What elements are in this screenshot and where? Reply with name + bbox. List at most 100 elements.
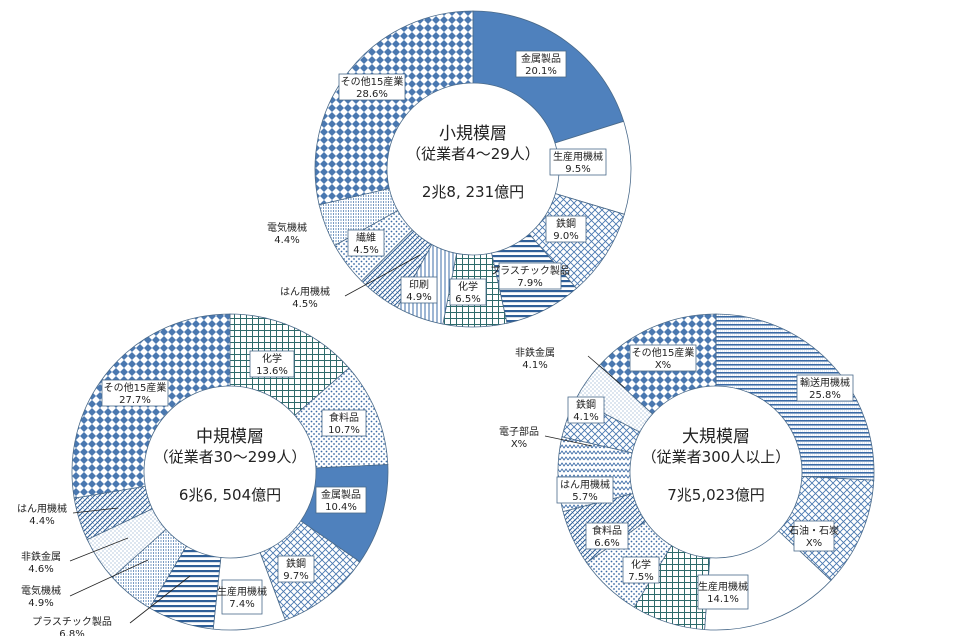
slice-label: 電気機械 <box>267 221 307 234</box>
slice-label-box <box>567 396 605 424</box>
slice-label: 化学 <box>458 280 478 293</box>
slice-value: 13.6% <box>256 366 288 377</box>
leader-line <box>69 559 149 597</box>
slice-label-box <box>793 520 835 552</box>
donut-total: 6兆6, 504億円 <box>179 486 281 504</box>
slice-label-box <box>249 350 295 378</box>
slice-label-box <box>221 579 263 615</box>
leader-line <box>544 435 593 447</box>
slice-label-box <box>585 522 629 550</box>
slice-value: 6.5% <box>455 294 480 305</box>
slice-label: 石油・石炭 <box>789 524 839 537</box>
slice-label: 繊維 <box>356 231 376 244</box>
slice-value: 28.6% <box>356 89 388 100</box>
slice-label: 化学 <box>631 558 651 571</box>
slice-value: 20.1% <box>525 66 557 77</box>
slice-value: 9.5% <box>565 164 590 175</box>
slice-label: 非鉄金属 <box>515 346 555 359</box>
slice-label: 電子部品 <box>499 425 539 438</box>
slice-value: 4.4% <box>274 235 299 246</box>
slice-value: 4.1% <box>522 360 547 371</box>
slice-label-box <box>400 276 438 304</box>
slice-label: 金属製品 <box>521 52 561 65</box>
donut-subtitle: （従業者30～299人） <box>154 448 307 466</box>
slice-value: 6.6% <box>594 538 619 549</box>
donut-subtitle: （従業者300人以上） <box>642 448 791 466</box>
slice-value: 7.9% <box>517 278 542 289</box>
slice-value: 4.9% <box>28 598 53 609</box>
slice-label-box <box>338 73 406 101</box>
slice-label-box <box>556 476 614 504</box>
slice-value: 4.9% <box>406 292 431 303</box>
slice-value: 4.5% <box>292 299 317 310</box>
slice-label: プラスチック製品 <box>32 615 112 628</box>
slice-value: 9.0% <box>553 231 578 242</box>
slice-value: 5.7% <box>572 492 597 503</box>
donut-title: 小規模層 <box>439 124 507 144</box>
slice-label: 金属製品 <box>321 488 361 501</box>
slice-value: 10.7% <box>328 425 360 436</box>
slice-label: 非鉄金属 <box>21 550 61 563</box>
slice-value: 4.5% <box>353 245 378 256</box>
slice-label: その他15産業 <box>341 75 404 88</box>
slice-value: 25.8% <box>809 390 841 401</box>
slice-value: 7.4% <box>229 599 254 610</box>
donut-title: 大規模層 <box>682 427 750 447</box>
slice-label-box <box>545 215 587 243</box>
leader-line <box>72 507 119 514</box>
leader-line <box>69 537 129 562</box>
slice-label-box <box>321 409 367 437</box>
slice-label: 印刷 <box>409 279 429 291</box>
slice-label: その他15産業 <box>104 381 167 394</box>
slice-value: X% <box>806 538 822 549</box>
slice-label: その他15産業 <box>632 346 695 359</box>
slice-label: 電気機械 <box>21 584 61 597</box>
slice-label-box <box>629 344 697 372</box>
pie-slice <box>715 313 875 481</box>
slice-label-box <box>277 555 315 583</box>
donut-title: 中規模層 <box>196 427 264 447</box>
slice-value: X% <box>655 360 671 371</box>
donut-total: 7兆5,023億円 <box>667 486 765 504</box>
slice-value: 7.5% <box>628 572 653 583</box>
slice-label: 化学 <box>262 352 282 365</box>
slice-label: 生産用機械 <box>217 585 267 598</box>
slice-label: 生産用機械 <box>553 150 603 163</box>
slice-label: 生産用機械 <box>698 580 748 593</box>
pie-slice <box>314 10 474 206</box>
slice-label-box <box>498 262 562 290</box>
slice-value: 10.4% <box>325 502 357 513</box>
slice-value: 4.4% <box>29 516 54 527</box>
slice-value: 27.7% <box>119 395 151 406</box>
slice-label-box <box>101 379 169 407</box>
slice-value: 14.1% <box>707 594 739 605</box>
slice-label: プラスチック製品 <box>490 264 570 277</box>
slice-label: はん用機械 <box>280 285 330 298</box>
slice-label-box <box>449 278 487 306</box>
slice-label: 鉄鋼 <box>576 398 596 411</box>
slice-label: 鉄鋼 <box>286 557 306 570</box>
slice-label-box <box>549 148 607 176</box>
slice-label: 鉄鋼 <box>556 217 576 230</box>
slice-label-box <box>515 50 567 78</box>
slice-label: 食料品 <box>592 524 622 537</box>
slice-label-box <box>796 374 854 402</box>
slice-label-box <box>315 486 367 514</box>
slice-value: 4.1% <box>573 412 598 423</box>
slice-label: はん用機械 <box>17 502 67 515</box>
leader-line <box>344 254 421 297</box>
slice-value: X% <box>511 439 527 450</box>
slice-label-box <box>347 229 385 257</box>
slice-label-box <box>697 574 749 610</box>
donut-subtitle: （従業者4～29人） <box>406 145 540 163</box>
leader-line <box>587 355 626 389</box>
leader-line <box>129 575 191 624</box>
slice-value: 9.7% <box>283 571 308 582</box>
slice-label: 食料品 <box>329 411 359 424</box>
slice-label-box <box>622 556 660 584</box>
slice-label: 輸送用機械 <box>800 376 850 389</box>
slice-label: はん用機械 <box>560 478 610 491</box>
slice-value: 4.6% <box>28 564 53 575</box>
